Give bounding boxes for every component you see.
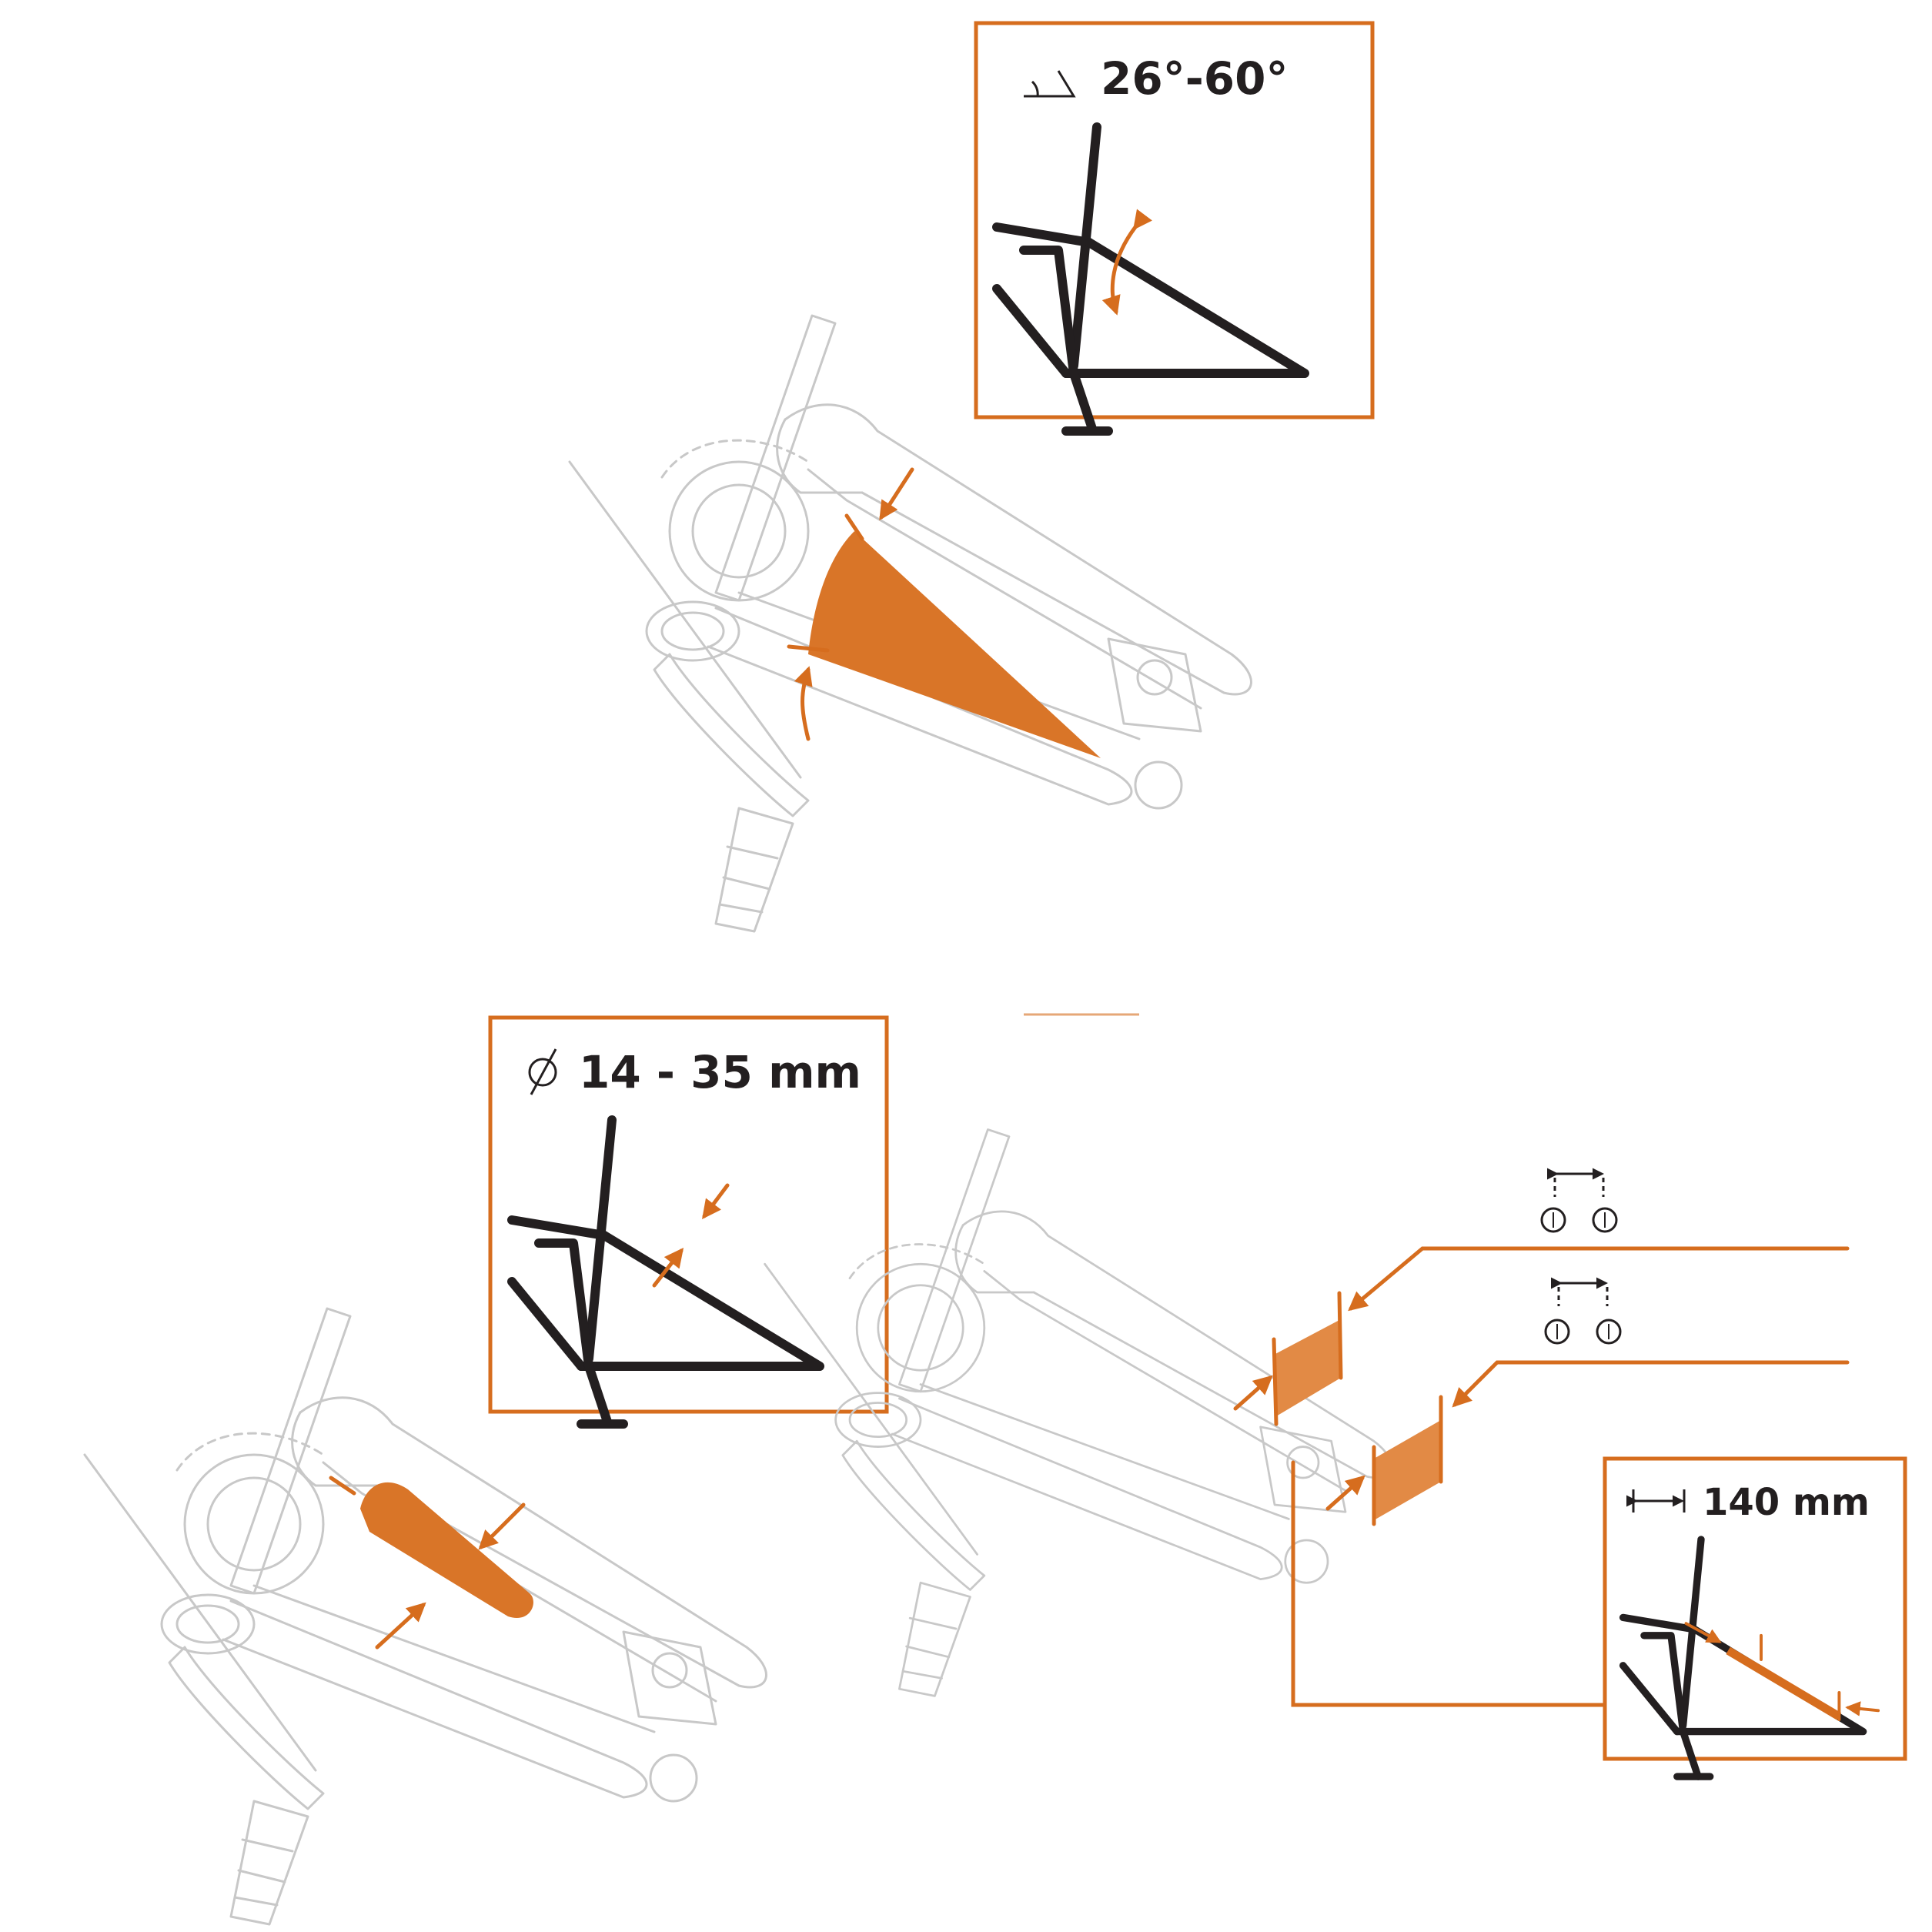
angle-icon	[1024, 70, 1076, 98]
mount-plate-lower	[1374, 1420, 1441, 1520]
diameter-schematic	[512, 1120, 820, 1424]
angle-illustration	[568, 314, 1252, 933]
diameter-panel-frame	[488, 1015, 889, 1414]
angle-panel: 26°-60°	[974, 21, 1375, 431]
length-panel: 140 mm	[1603, 1456, 1907, 1777]
diameter-illustration	[83, 1307, 767, 1926]
spacing-indicator-upper	[1540, 1168, 1618, 1233]
leader-line-upper	[1348, 1246, 1850, 1312]
diameter-icon	[528, 1048, 557, 1095]
tube-diameter-highlight	[360, 1482, 533, 1619]
spacing-indicator-lower	[1544, 1277, 1622, 1345]
angle-spec-label: 26°-60°	[1101, 52, 1289, 105]
angle-panel-frame	[974, 21, 1375, 419]
diameter-panel: 14 - 35 mm	[488, 1015, 889, 1424]
length-illustration	[764, 1128, 1850, 1707]
diameter-spec-label: 14 - 35 mm	[579, 1046, 861, 1098]
length-schematic	[1623, 1539, 1880, 1777]
mount-plate-upper	[1274, 1320, 1341, 1416]
leader-line-lower	[1452, 1360, 1850, 1408]
angle-wedge-highlight	[808, 531, 1101, 758]
width-arrow-icon	[1626, 1489, 1686, 1513]
angle-arc-arrow	[1101, 209, 1152, 316]
angle-schematic	[997, 127, 1305, 431]
length-spec-label: 140 mm	[1703, 1481, 1870, 1524]
